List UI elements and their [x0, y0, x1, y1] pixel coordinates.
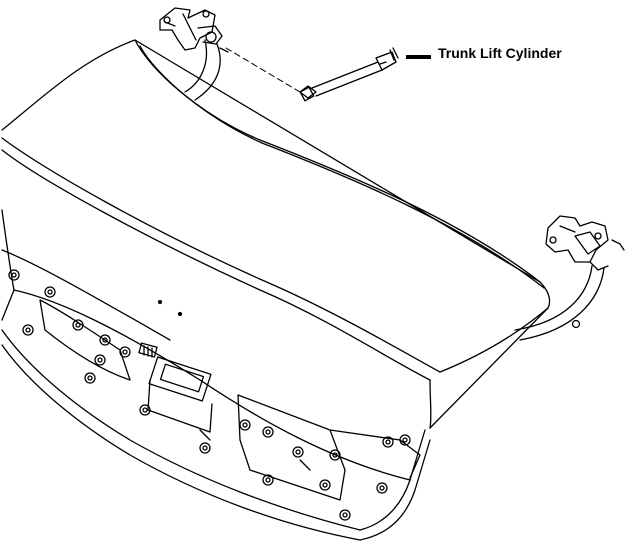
trunk-lift-cylinder: [299, 47, 399, 102]
callout-leader-line: [406, 55, 431, 59]
cylinder-mount-line: [225, 47, 301, 93]
trunk-lid-shell: [1, 39, 551, 429]
trunk-lift-cylinder-label: Trunk Lift Cylinder: [438, 45, 562, 61]
left-hinge-arm: [184, 39, 229, 101]
fastener-holes: [8, 269, 411, 521]
right-hinge-bracket: [545, 215, 625, 271]
trunk-lid-inner-panel: [1, 209, 431, 541]
left-hinge-bracket: [159, 7, 223, 51]
